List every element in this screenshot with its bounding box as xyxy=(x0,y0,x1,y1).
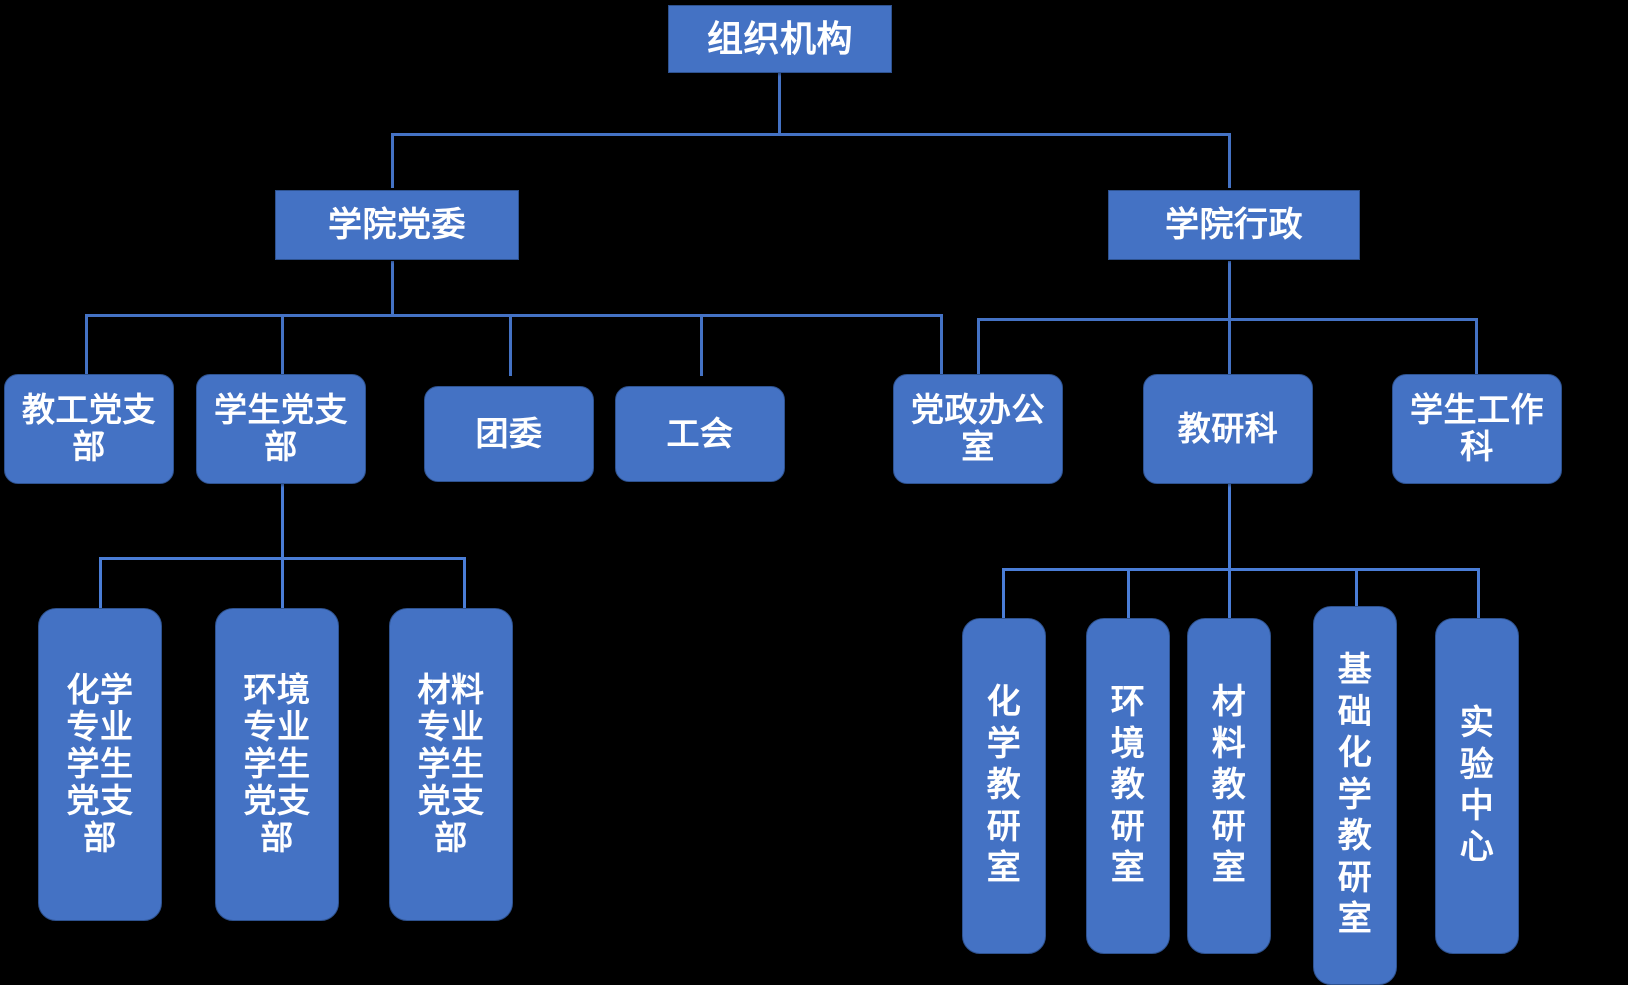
connector-root-bus xyxy=(391,133,1231,136)
node-student-party-branch[interactable]: 学生党支部 xyxy=(196,374,366,484)
node-college-administration[interactable]: 学院行政 xyxy=(1108,190,1360,260)
connector-party-to-faculty-branch xyxy=(85,314,88,374)
connector-student-branch-to-env xyxy=(281,557,284,609)
node-chemistry-student-party-branch[interactable]: 化学专业学生党支部 xyxy=(38,608,162,921)
node-chemistry-student-party-branch-label: 化学专业学生党支部 xyxy=(66,671,134,856)
node-student-party-branch-label: 学生党支部 xyxy=(213,391,348,465)
node-college-party-committee[interactable]: 学院党委 xyxy=(275,190,519,260)
node-environment-teaching-office-label: 环境教研室 xyxy=(1110,683,1146,888)
node-material-student-party-branch[interactable]: 材料专业学生党支部 xyxy=(389,608,513,921)
node-material-teaching-office[interactable]: 材料教研室 xyxy=(1187,618,1271,954)
connector-research-to-lab-center xyxy=(1477,568,1480,620)
node-labor-union[interactable]: 工会 xyxy=(615,386,785,482)
node-chemistry-teaching-office[interactable]: 化学教研室 xyxy=(962,618,1046,954)
node-party-government-office[interactable]: 党政办公室 xyxy=(893,374,1063,484)
connector-party-stem xyxy=(391,261,394,315)
node-teaching-research-section-label: 教研科 xyxy=(1177,409,1279,447)
node-chemistry-teaching-office-label: 化学教研室 xyxy=(986,683,1022,888)
connector-admin-stem xyxy=(1228,261,1231,320)
node-material-teaching-office-label: 材料教研室 xyxy=(1211,683,1247,888)
connector-root-stem xyxy=(778,72,781,134)
connector-party-bus-ext xyxy=(700,314,943,317)
node-environment-student-party-branch-label: 环境专业学生党支部 xyxy=(243,671,311,856)
connector-research-section-stem xyxy=(1228,484,1231,568)
node-environment-teaching-office[interactable]: 环境教研室 xyxy=(1086,618,1170,954)
node-material-student-party-branch-label: 材料专业学生党支部 xyxy=(417,671,485,856)
node-party-government-office-label: 党政办公室 xyxy=(910,391,1045,465)
connector-party-to-youth-league xyxy=(509,314,512,376)
node-root-label: 组织机构 xyxy=(706,17,853,59)
node-root-organization[interactable]: 组织机构 xyxy=(668,5,892,73)
node-youth-league-label: 团委 xyxy=(475,414,543,452)
connector-party-to-gov-office xyxy=(940,314,943,374)
node-student-affairs-section-label: 学生工作科 xyxy=(1409,391,1544,465)
node-faculty-party-branch-label: 教工党支部 xyxy=(21,391,156,465)
node-faculty-party-branch[interactable]: 教工党支部 xyxy=(4,374,174,484)
connector-party-bus xyxy=(85,314,702,317)
connector-root-to-party xyxy=(391,133,394,188)
connector-party-to-labor-union xyxy=(700,314,703,376)
node-environment-student-party-branch[interactable]: 环境专业学生党支部 xyxy=(215,608,339,921)
node-teaching-research-section[interactable]: 教研科 xyxy=(1143,374,1313,484)
connector-research-section-bus xyxy=(1002,568,1480,571)
node-labor-union-label: 工会 xyxy=(666,414,734,452)
connector-root-to-admin xyxy=(1228,133,1231,188)
node-administration-label: 学院行政 xyxy=(1165,205,1303,244)
connector-research-to-env-office xyxy=(1127,568,1130,620)
connector-admin-to-gov-office xyxy=(977,318,980,376)
connector-student-branch-stem xyxy=(281,484,284,559)
connector-admin-to-research-section xyxy=(1228,318,1231,376)
node-basic-chemistry-teaching-office-label: 基础化学教研室 xyxy=(1337,651,1373,939)
node-student-affairs-section[interactable]: 学生工作科 xyxy=(1392,374,1562,484)
node-experimental-center-label: 实验中心 xyxy=(1459,704,1495,867)
connector-research-to-chem-office xyxy=(1002,568,1005,620)
node-basic-chemistry-teaching-office[interactable]: 基础化学教研室 xyxy=(1313,606,1397,985)
node-party-committee-label: 学院党委 xyxy=(328,205,466,244)
node-experimental-center[interactable]: 实验中心 xyxy=(1435,618,1519,954)
connector-research-to-mat-office xyxy=(1228,568,1231,620)
connector-admin-bus xyxy=(977,318,1477,321)
connector-admin-to-student-affairs xyxy=(1475,318,1478,376)
connector-party-to-student-branch xyxy=(281,314,284,374)
connector-student-branch-to-mat xyxy=(463,557,466,609)
node-youth-league-committee[interactable]: 团委 xyxy=(424,386,594,482)
connector-student-branch-to-chem xyxy=(99,557,102,609)
connector-research-to-basic-chem-office xyxy=(1355,568,1358,608)
